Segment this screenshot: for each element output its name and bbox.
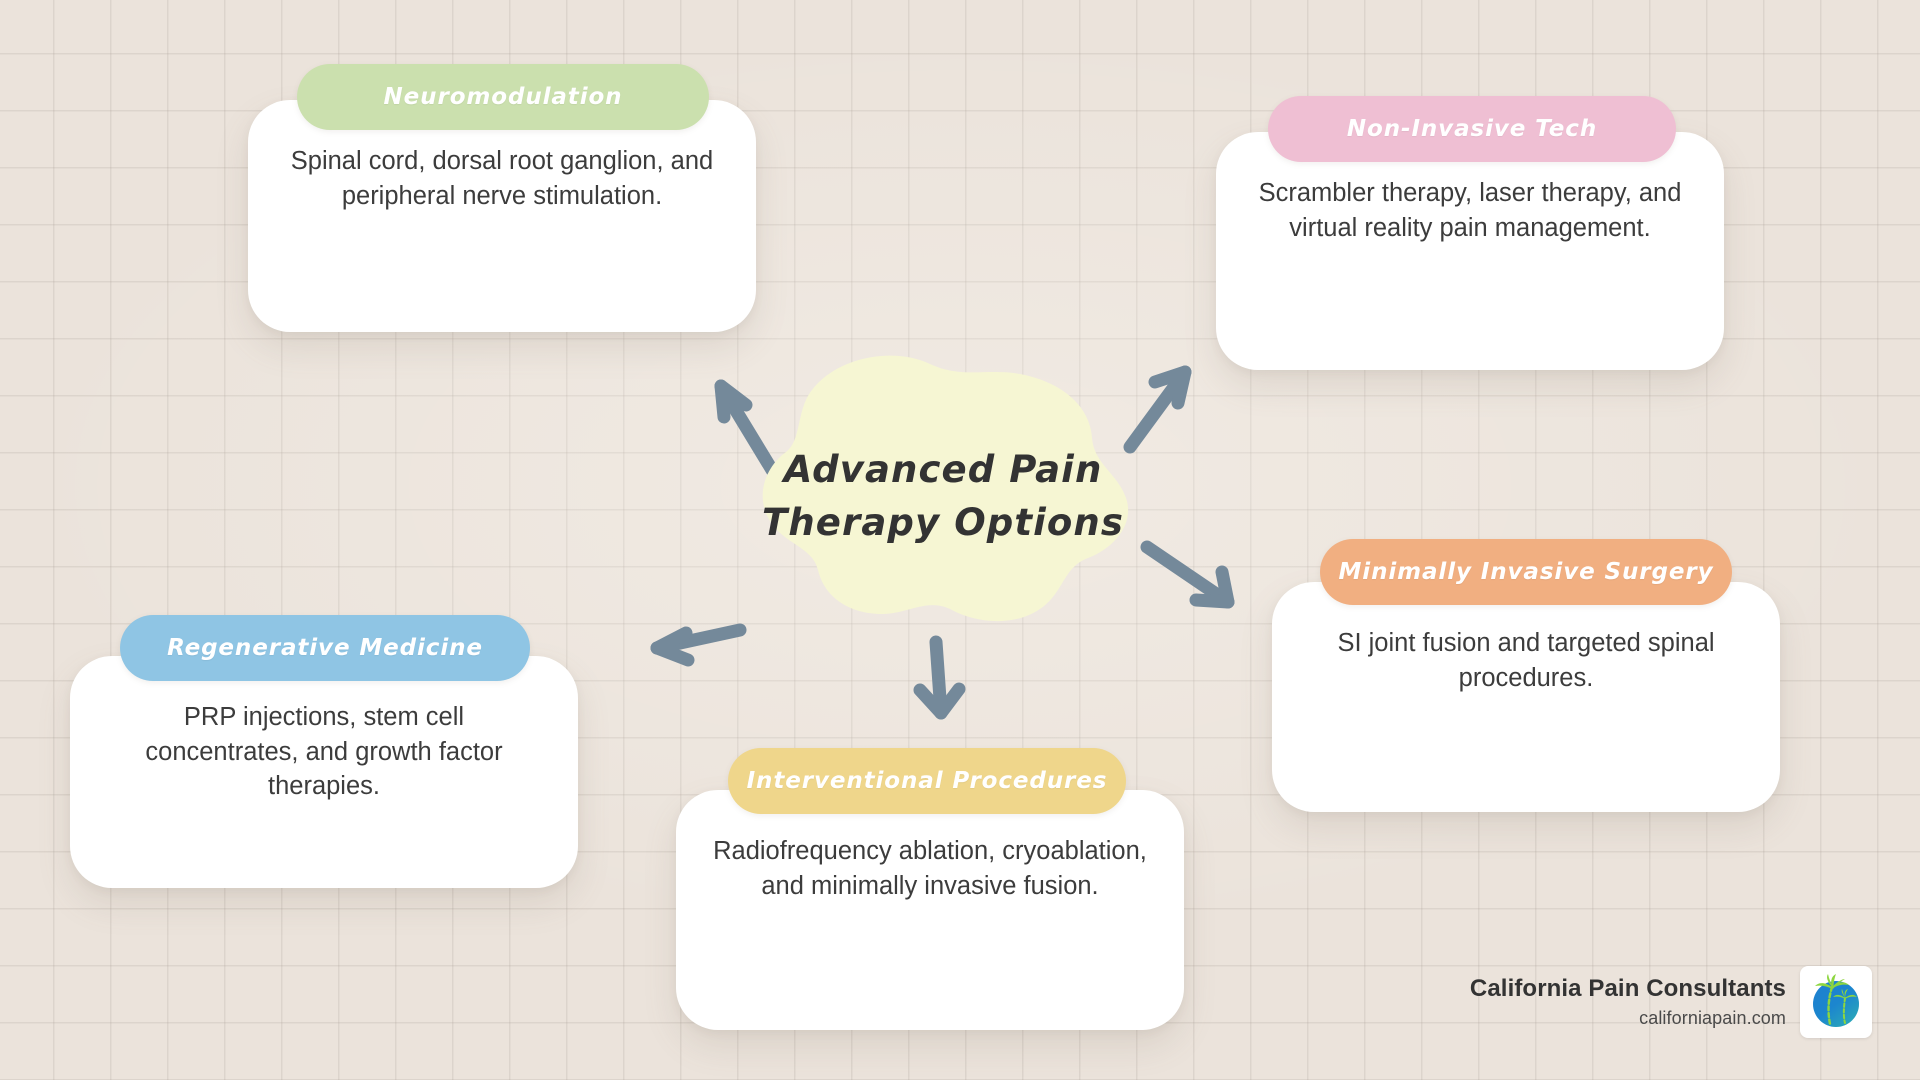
card-body-non-invasive-tech: Scrambler therapy, laser therapy, and vi… — [1258, 179, 1682, 242]
brand-text-group: California Pain Consultants californiapa… — [1470, 974, 1786, 1030]
card-title-pill-minimally-invasive-surgery[interactable]: Minimally Invasive Surgery — [1320, 539, 1732, 605]
card-non-invasive-tech[interactable]: Scrambler therapy, laser therapy, and vi… — [1216, 132, 1724, 370]
card-title-pill-interventional-procedures[interactable]: Interventional Procedures — [728, 748, 1126, 814]
card-title-pill-neuromodulation[interactable]: Neuromodulation — [297, 64, 709, 130]
card-minimally-invasive-surgery[interactable]: SI joint fusion and targeted spinal proc… — [1272, 582, 1780, 812]
arrow-to-regenerative-medicine — [650, 623, 747, 667]
card-title-pill-non-invasive-tech[interactable]: Non-Invasive Tech — [1268, 96, 1676, 162]
card-title-pill-regenerative-medicine[interactable]: Regenerative Medicine — [120, 615, 530, 681]
brand-footer: California Pain Consultants californiapa… — [1470, 966, 1872, 1038]
arrow-to-non-invasive-tech — [1123, 365, 1192, 454]
card-body-minimally-invasive-surgery: SI joint fusion and targeted spinal proc… — [1337, 629, 1715, 692]
brand-logo — [1800, 966, 1872, 1038]
card-title-neuromodulation: Neuromodulation — [383, 84, 623, 110]
card-title-regenerative-medicine: Regenerative Medicine — [167, 635, 483, 661]
arrow-to-interventional-procedures — [913, 635, 966, 720]
card-title-interventional-procedures: Interventional Procedures — [746, 768, 1108, 794]
arrow-to-minimally-invasive-surgery — [1140, 540, 1235, 609]
card-body-regenerative-medicine: PRP injections, stem cell concentrates, … — [145, 703, 503, 801]
brand-url[interactable]: californiapain.com — [1639, 1008, 1786, 1029]
brand-name: California Pain Consultants — [1469, 975, 1786, 1003]
card-regenerative-medicine[interactable]: PRP injections, stem cell concentrates, … — [70, 656, 578, 888]
card-title-minimally-invasive-surgery: Minimally Invasive Surgery — [1338, 559, 1714, 585]
card-interventional-procedures[interactable]: Radiofrequency ablation, cryoablation, a… — [676, 790, 1184, 1030]
card-body-interventional-procedures: Radiofrequency ablation, cryoablation, a… — [713, 837, 1147, 900]
card-title-non-invasive-tech: Non-Invasive Tech — [1346, 116, 1598, 142]
card-neuromodulation[interactable]: Spinal cord, dorsal root ganglion, and p… — [248, 100, 756, 332]
card-body-neuromodulation: Spinal cord, dorsal root ganglion, and p… — [290, 147, 714, 210]
palm-trees-globe-icon — [1813, 974, 1859, 1027]
center-topic-blob — [752, 352, 1134, 642]
